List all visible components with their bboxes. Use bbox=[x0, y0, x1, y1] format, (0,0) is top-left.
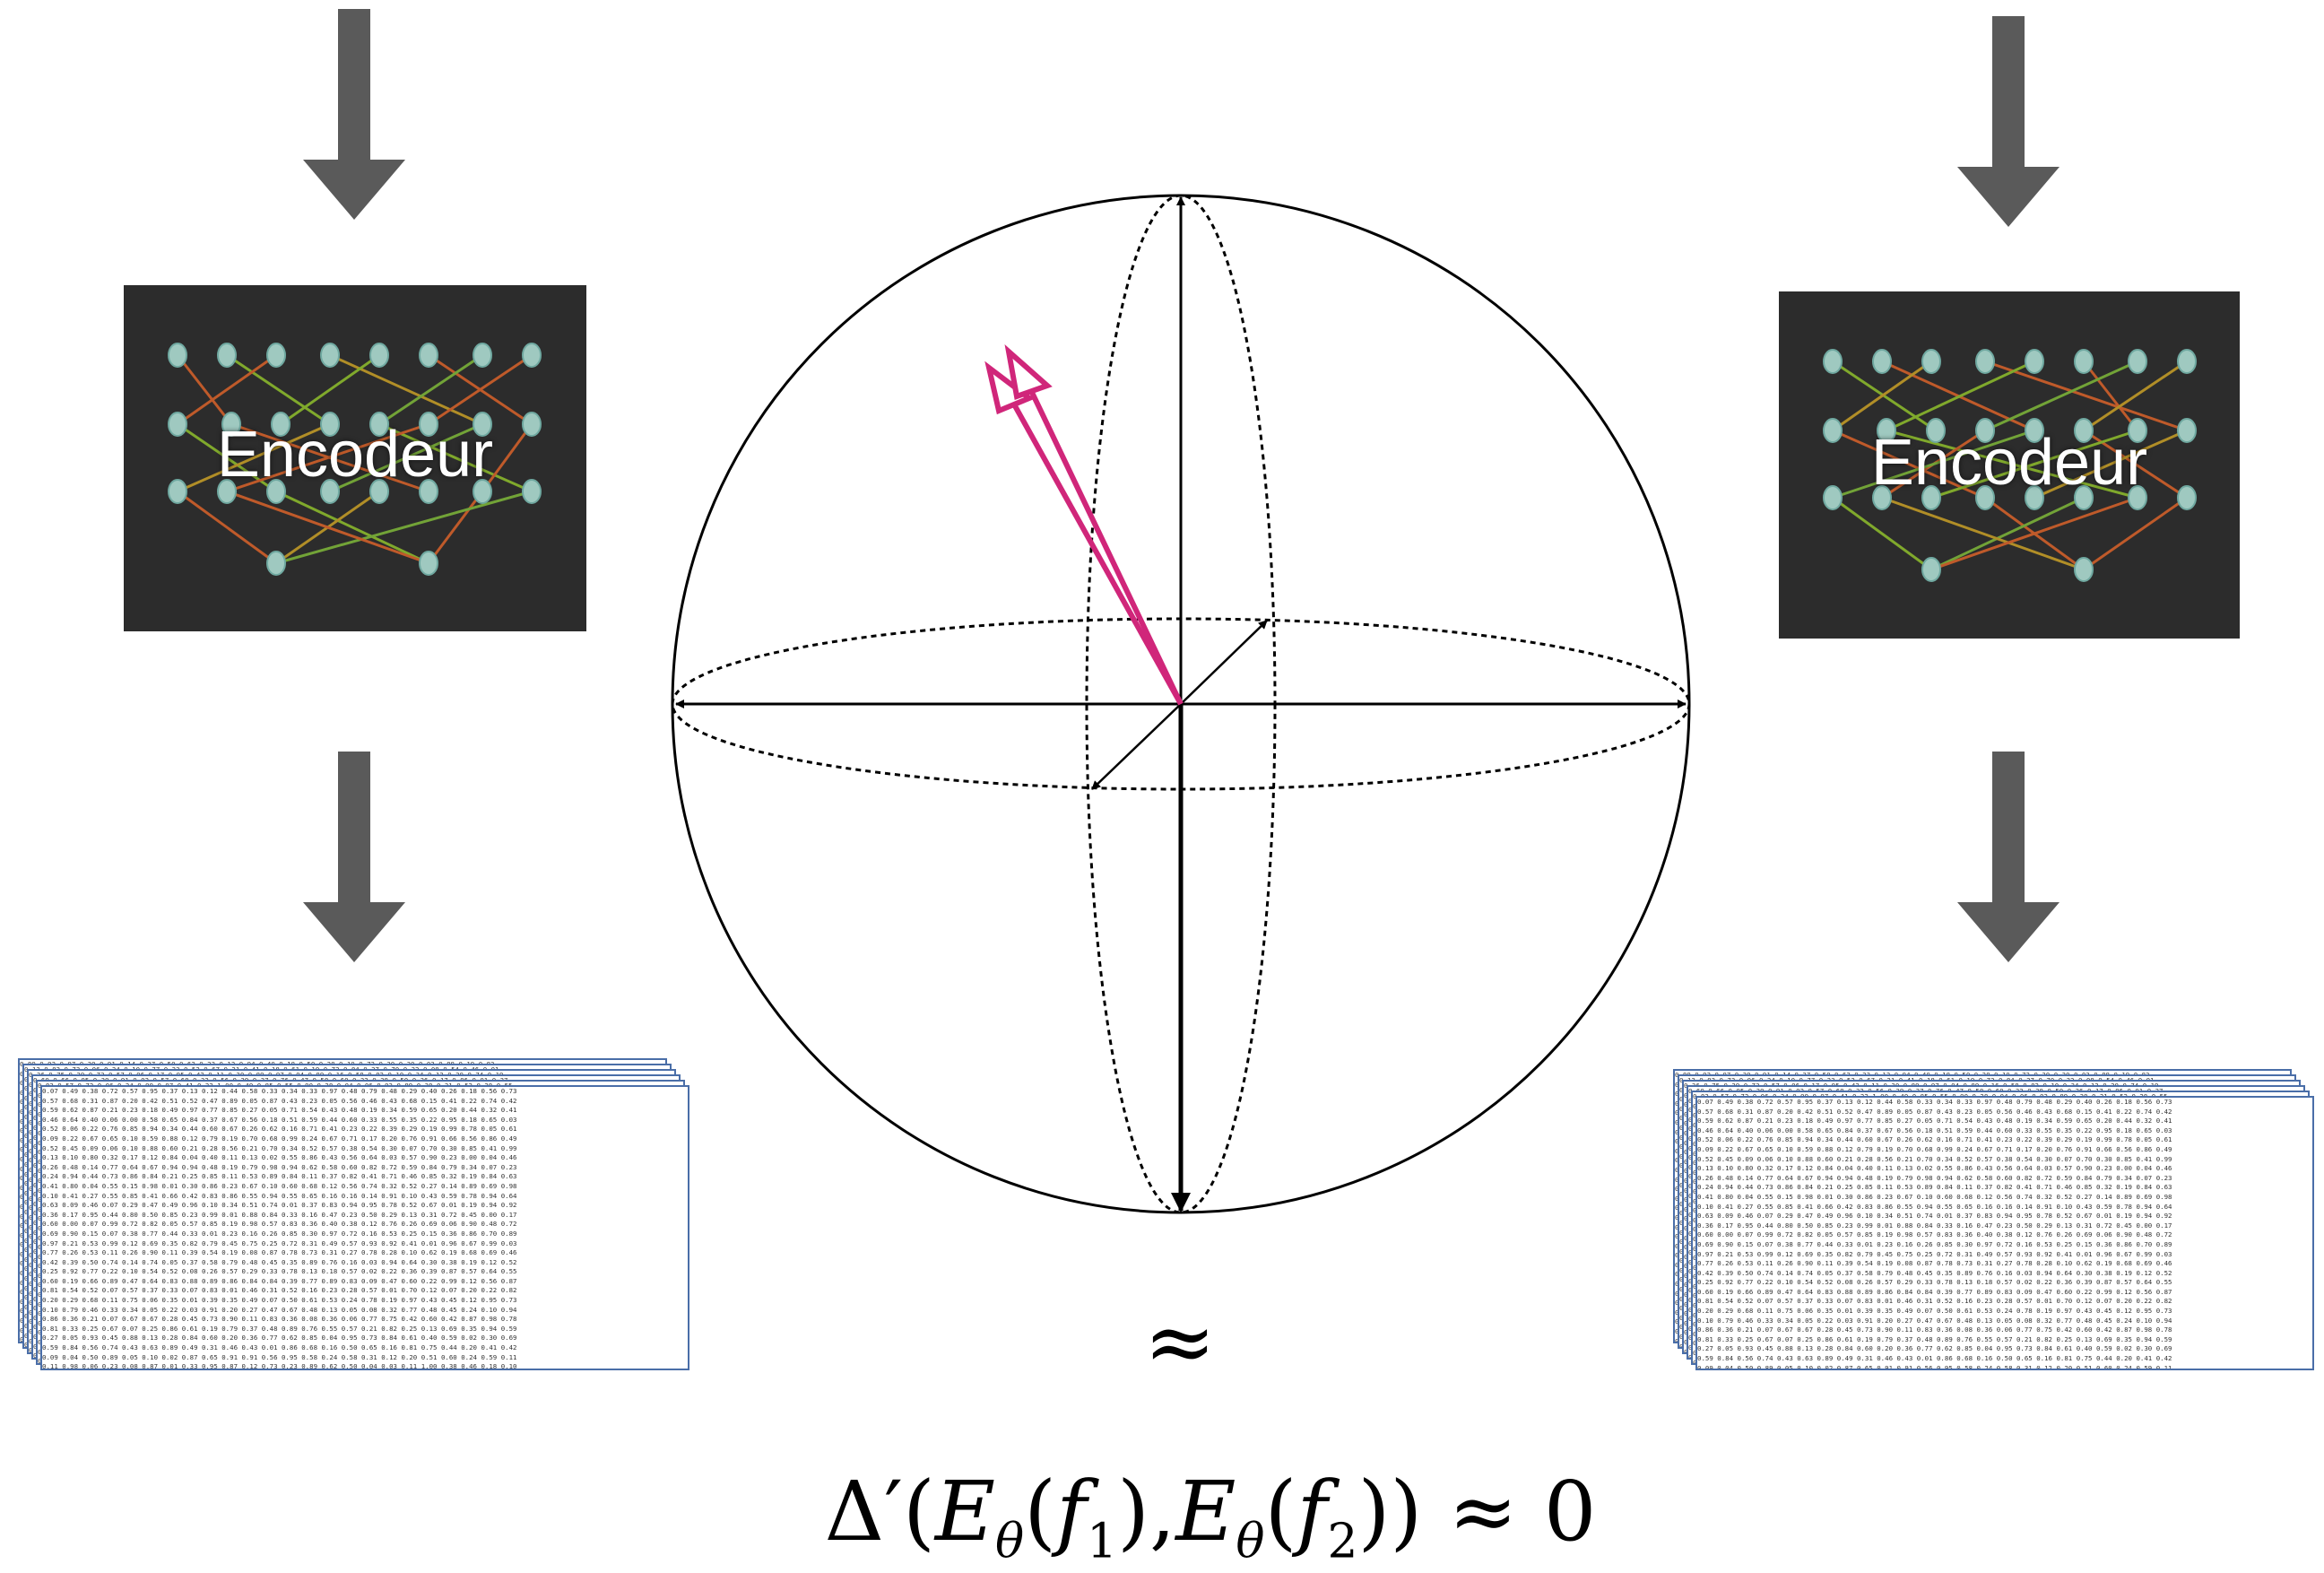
axis-depth-back bbox=[1181, 621, 1267, 704]
formula-arg1-close: ), bbox=[1117, 1464, 1175, 1560]
formula-f1-sub: 1 bbox=[1087, 1512, 1117, 1569]
matrix-layer: 0.07 0.49 0.38 0.72 0.57 0.95 0.37 0.13 … bbox=[1695, 1096, 2314, 1370]
flow-arrow-left-bottom bbox=[296, 752, 412, 967]
embedding-matrix-right: 0.89 0.92 0.07 0.39 0.91 0.14 0.37 0.50 … bbox=[1673, 1069, 2324, 1573]
embedding-vector-f1 bbox=[989, 368, 1181, 704]
encoder-left-label: Encodeur bbox=[124, 418, 586, 491]
distance-formula: Δ′(Eθ(f1),Eθ(f2)) ≈ 0 bbox=[807, 1464, 1614, 1569]
embedding-matrix-left: 0.89 0.92 0.07 0.39 0.91 0.14 0.37 0.50 … bbox=[18, 1058, 699, 1573]
embedding-sphere bbox=[663, 179, 1704, 1238]
approx-symbol: ≈ bbox=[1090, 1291, 1270, 1392]
flow-arrow-left-top bbox=[296, 9, 412, 224]
matrix-reflection-fade bbox=[1673, 1430, 2324, 1573]
formula-close: )) ≈ 0 bbox=[1357, 1464, 1596, 1560]
formula-arg1-open: ( bbox=[1024, 1464, 1056, 1560]
axis-depth-front bbox=[1092, 704, 1181, 789]
encoder-right: Encodeur bbox=[1779, 291, 2240, 639]
formula-open: ( bbox=[903, 1464, 935, 1560]
formula-f2: f bbox=[1296, 1464, 1327, 1560]
formula-e2: E bbox=[1175, 1464, 1236, 1560]
embedding-vector-f2 bbox=[1009, 352, 1181, 704]
encoder-left: Encodeur bbox=[124, 285, 586, 631]
formula-f1: f bbox=[1056, 1464, 1087, 1560]
formula-arg2-open: ( bbox=[1265, 1464, 1297, 1560]
formula-f2-sub: 2 bbox=[1328, 1512, 1358, 1569]
flow-arrow-right-bottom bbox=[1950, 752, 2067, 967]
flow-arrow-right-top bbox=[1950, 16, 2067, 231]
encoder-right-label: Encodeur bbox=[1779, 426, 2240, 500]
matrix-layer: 0.07 0.49 0.38 0.72 0.57 0.95 0.37 0.13 … bbox=[40, 1085, 689, 1370]
formula-delta: Δ′ bbox=[825, 1464, 903, 1560]
formula-sub2: θ bbox=[1236, 1512, 1264, 1569]
matrix-reflection-fade bbox=[18, 1430, 699, 1573]
formula-sub1: θ bbox=[995, 1512, 1024, 1569]
formula-e1: E bbox=[935, 1464, 995, 1560]
